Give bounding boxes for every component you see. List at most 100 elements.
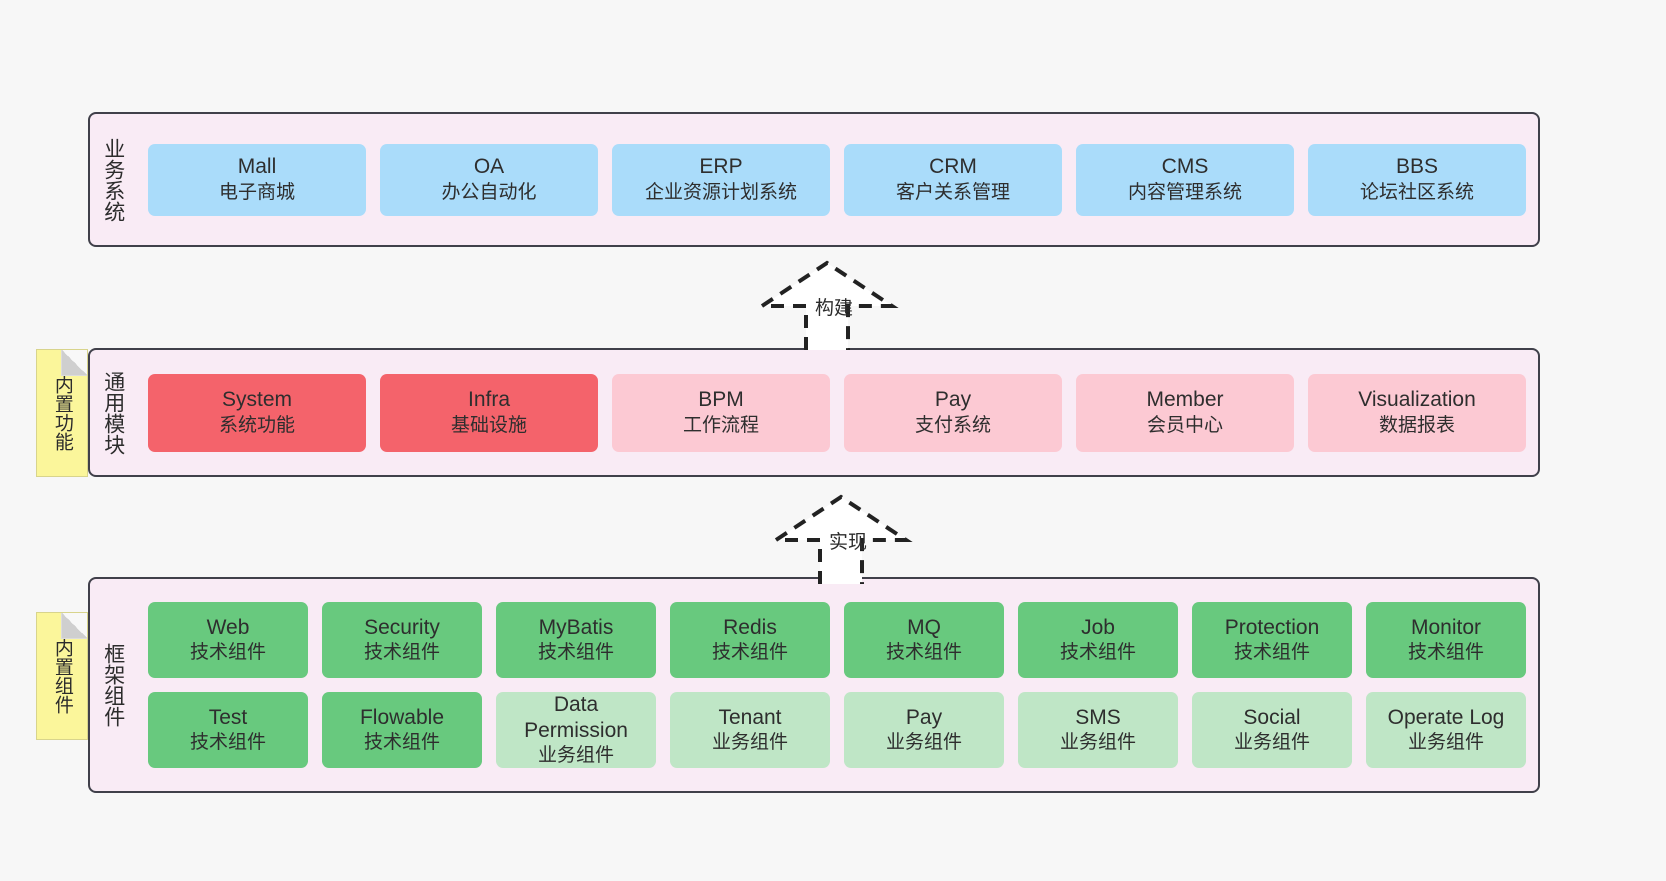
card-title: Pay xyxy=(905,705,943,729)
card-subtitle: 业务组件 xyxy=(1233,732,1310,754)
card-subtitle: 技术组件 xyxy=(189,642,266,664)
card-subtitle: 企业资源计划系统 xyxy=(644,181,797,203)
card-subtitle: 技术组件 xyxy=(537,642,614,664)
card-subtitle: 技术组件 xyxy=(1059,642,1136,664)
card-title: Test xyxy=(208,705,248,729)
card-pay-component[interactable]: Pay 业务组件 xyxy=(844,692,1004,768)
card-subtitle: 电子商城 xyxy=(218,181,295,203)
card-title: MQ xyxy=(907,615,941,639)
card-subtitle: 技术组件 xyxy=(363,732,440,754)
card-title: ERP xyxy=(699,155,743,179)
card-subtitle: 技术组件 xyxy=(189,732,266,754)
card-title: Job xyxy=(1081,615,1115,639)
card-bpm[interactable]: BPM 工作流程 xyxy=(612,373,830,452)
layer-business-system: 业务系统 Mall 电子商城 OA 办公自动化 ERP 企业资源计划系统 CRM… xyxy=(88,112,1540,247)
card-subtitle: 业务组件 xyxy=(711,732,788,754)
card-subtitle: 技术组件 xyxy=(1407,642,1484,664)
card-visualization[interactable]: Visualization 数据报表 xyxy=(1308,373,1526,452)
card-security[interactable]: Security 技术组件 xyxy=(322,602,482,678)
card-subtitle: 技术组件 xyxy=(363,642,440,664)
card-title: BBS xyxy=(1395,155,1439,179)
connector-implement-arrow: 实现 xyxy=(766,492,916,584)
card-flowable[interactable]: Flowable 技术组件 xyxy=(322,692,482,768)
card-title: Pay xyxy=(934,388,972,412)
card-subtitle: 技术组件 xyxy=(711,642,788,664)
card-operate-log[interactable]: Operate Log 业务组件 xyxy=(1366,692,1526,768)
card-subtitle: 业务组件 xyxy=(885,732,962,754)
card-mq[interactable]: MQ 技术组件 xyxy=(844,602,1004,678)
card-data-permission[interactable]: Data Permission 业务组件 xyxy=(496,692,656,768)
card-subtitle: 技术组件 xyxy=(885,642,962,664)
card-subtitle: 业务组件 xyxy=(537,745,614,767)
card-title: Flowable xyxy=(359,705,445,729)
note-label: 内置组件 xyxy=(51,638,73,714)
card-tenant[interactable]: Tenant 业务组件 xyxy=(670,692,830,768)
card-bbs[interactable]: BBS 论坛社区系统 xyxy=(1308,143,1526,216)
card-subtitle: 内容管理系统 xyxy=(1127,181,1242,203)
card-title: Operate Log xyxy=(1387,705,1505,729)
connector-implement-label: 实现 xyxy=(829,532,868,553)
card-sms[interactable]: SMS 业务组件 xyxy=(1018,692,1178,768)
card-title: Infra xyxy=(467,388,511,412)
card-title: Security xyxy=(364,615,440,639)
card-oa[interactable]: OA 办公自动化 xyxy=(380,143,598,216)
layer-body-business-system: Mall 电子商城 OA 办公自动化 ERP 企业资源计划系统 CRM 客户关系… xyxy=(136,114,1538,245)
note-builtin-features: 内置功能 xyxy=(36,349,88,477)
card-title: Mall xyxy=(237,155,277,179)
connector-build-label: 构建 xyxy=(815,298,854,319)
note-builtin-components: 内置组件 xyxy=(36,612,88,740)
connector-build-arrow: 构建 xyxy=(752,258,902,350)
card-member[interactable]: Member 会员中心 xyxy=(1076,373,1294,452)
layer-title-framework-components: 框架组件 xyxy=(101,643,125,727)
card-subtitle: 客户关系管理 xyxy=(895,181,1010,203)
card-test[interactable]: Test 技术组件 xyxy=(148,692,308,768)
card-redis[interactable]: Redis 技术组件 xyxy=(670,602,830,678)
card-pay-module[interactable]: Pay 支付系统 xyxy=(844,373,1062,452)
card-title: BPM xyxy=(698,388,744,412)
card-title: OA xyxy=(473,155,505,179)
card-job[interactable]: Job 技术组件 xyxy=(1018,602,1178,678)
card-web[interactable]: Web 技术组件 xyxy=(148,602,308,678)
card-crm[interactable]: CRM 客户关系管理 xyxy=(844,143,1062,216)
card-subtitle: 技术组件 xyxy=(1233,642,1310,664)
card-subtitle: 工作流程 xyxy=(682,414,759,436)
layer-body-framework-components: Web 技术组件 Security 技术组件 MyBatis 技术组件 Redi… xyxy=(136,579,1538,791)
card-mall[interactable]: Mall 电子商城 xyxy=(148,143,366,216)
card-subtitle: 论坛社区系统 xyxy=(1359,181,1474,203)
card-title: Redis xyxy=(723,615,777,639)
card-mybatis[interactable]: MyBatis 技术组件 xyxy=(496,602,656,678)
card-system[interactable]: System 系统功能 xyxy=(148,373,366,452)
layer-body-common-modules: System 系统功能 Infra 基础设施 BPM 工作流程 Pay 支付系统… xyxy=(136,350,1538,475)
note-label: 内置功能 xyxy=(51,375,73,451)
card-infra[interactable]: Infra 基础设施 xyxy=(380,373,598,452)
card-title: CMS xyxy=(1161,155,1209,179)
card-title: Social xyxy=(1243,705,1301,729)
card-subtitle: 业务组件 xyxy=(1407,732,1484,754)
card-title: Visualization xyxy=(1358,388,1476,412)
card-erp[interactable]: ERP 企业资源计划系统 xyxy=(612,143,830,216)
card-social[interactable]: Social 业务组件 xyxy=(1192,692,1352,768)
card-title: MyBatis xyxy=(538,615,614,639)
card-subtitle: 会员中心 xyxy=(1146,414,1223,436)
card-title: Data Permission xyxy=(524,692,628,743)
card-subtitle: 支付系统 xyxy=(914,414,991,436)
card-title: Tenant xyxy=(718,705,782,729)
card-title: System xyxy=(221,388,292,412)
layer-title-common-modules: 通用模块 xyxy=(101,370,125,455)
card-protection[interactable]: Protection 技术组件 xyxy=(1192,602,1352,678)
card-subtitle: 数据报表 xyxy=(1378,414,1455,436)
card-monitor[interactable]: Monitor 技术组件 xyxy=(1366,602,1526,678)
card-title: Web xyxy=(206,615,250,639)
layer-common-modules: 通用模块 System 系统功能 Infra 基础设施 BPM 工作流程 Pay… xyxy=(88,348,1540,477)
card-subtitle: 基础设施 xyxy=(450,414,527,436)
card-subtitle: 业务组件 xyxy=(1059,732,1136,754)
card-title: CRM xyxy=(929,155,977,179)
card-subtitle: 办公自动化 xyxy=(441,181,537,203)
card-title: Member xyxy=(1146,388,1224,412)
card-cms[interactable]: CMS 内容管理系统 xyxy=(1076,143,1294,216)
card-subtitle: 系统功能 xyxy=(218,414,295,436)
card-title: SMS xyxy=(1075,705,1121,729)
framework-row-business: Test 技术组件 Flowable 技术组件 Data Permission … xyxy=(148,692,1526,768)
framework-row-technical: Web 技术组件 Security 技术组件 MyBatis 技术组件 Redi… xyxy=(148,602,1526,678)
